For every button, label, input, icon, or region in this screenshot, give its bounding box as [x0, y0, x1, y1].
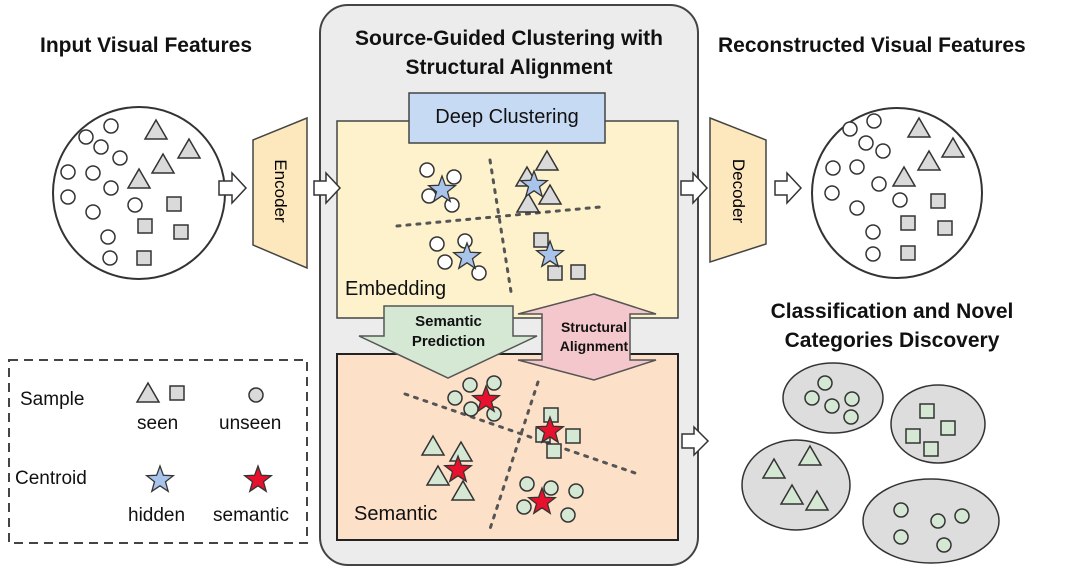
middle-heading-line2: Structural Alignment — [405, 56, 613, 79]
decoder-label: Decoder — [729, 158, 748, 224]
reconstructed-samples — [824, 113, 966, 262]
legend-unseen-label: unseen — [219, 413, 282, 434]
classification-heading-line2: Categories Discovery — [784, 329, 1000, 352]
structural-alignment-label-line2: Alignment — [559, 338, 629, 354]
structural-alignment-arrow — [517, 293, 657, 381]
middle-heading-line1: Source-Guided Clustering with — [354, 27, 664, 50]
legend-centroid-label: Centroid — [15, 468, 87, 489]
semantic-prediction-label-line2: Prediction — [411, 333, 486, 350]
decoder-block — [709, 116, 767, 264]
legend-hidden-label: hidden — [128, 505, 186, 526]
semantic-boundaries — [403, 380, 637, 534]
seen-square-icon — [169, 385, 185, 401]
semantic-samples — [420, 375, 584, 523]
discovered-clusters — [741, 362, 1000, 564]
legend-shapes — [135, 381, 273, 493]
arrow-to-decoder — [680, 171, 709, 205]
encoder-block — [252, 116, 308, 270]
seen-triangle-icon — [135, 381, 161, 403]
encoder-label: Encoder — [271, 159, 290, 223]
structural-alignment-label-line1: Structural — [560, 319, 628, 335]
semantic-prediction-arrow — [358, 305, 538, 379]
classification-heading-line1: Classification and Novel — [770, 300, 1014, 323]
semantic-prediction-label-line1: Semantic — [415, 313, 482, 330]
embedding-boundaries — [395, 158, 602, 300]
embedding-samples — [419, 149, 586, 281]
arrow-to-embedding — [313, 171, 342, 205]
legend-sample-label: Sample — [20, 389, 85, 410]
legend-seen-label: seen — [137, 413, 179, 434]
arrow-to-classification — [681, 425, 710, 457]
deep-clustering-box — [408, 92, 606, 144]
reconstructed-heading: Reconstructed Visual Features — [718, 34, 1026, 57]
input-samples — [60, 118, 202, 266]
embedding-label: Embedding — [345, 278, 447, 300]
embedding-box — [336, 120, 679, 319]
unseen-circle-icon — [248, 387, 264, 403]
arrow-to-reconstructed — [774, 171, 803, 205]
input-heading: Input Visual Features — [40, 34, 252, 57]
semantic-label: Semantic — [354, 503, 438, 525]
legend-semantic-label: semantic — [213, 505, 290, 526]
arrow-to-encoder — [218, 171, 248, 205]
deep-clustering-label: Deep Clustering — [435, 106, 579, 128]
semantic-box — [336, 353, 679, 541]
